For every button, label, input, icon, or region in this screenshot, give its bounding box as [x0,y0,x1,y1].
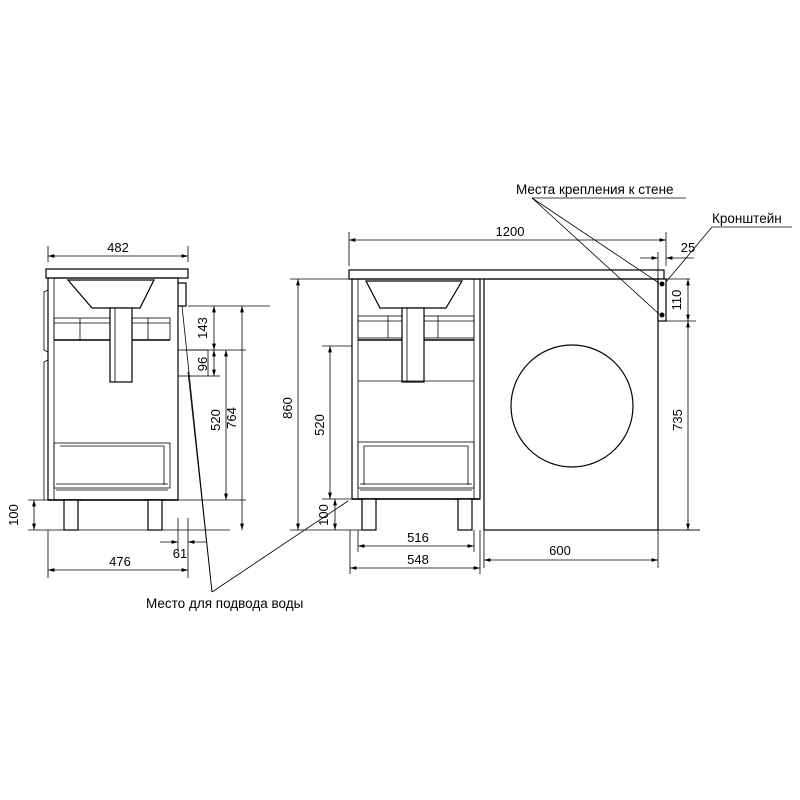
side-view: 482 143 96 520 764 100 61 476 [6,240,270,578]
side-leg-left [63,499,79,531]
dim-front-516: 516 [407,530,429,545]
dim-front-25: 25 [681,240,695,255]
dim-front-860: 860 [280,397,295,419]
front-leg-right [457,498,473,531]
bracket [657,278,667,322]
side-siphon [109,307,133,383]
dim-side-61: 61 [173,546,187,561]
label-bracket: Кронштейн [712,211,782,226]
label-wall-mount: Места крепления к стене [516,182,674,197]
dim-side-143: 143 [195,317,210,339]
side-countertop [45,268,189,279]
front-leg-left [361,498,377,531]
dim-side-764: 764 [224,407,239,429]
front-countertop [348,269,665,280]
dim-front-735: 735 [670,409,685,431]
side-leg-right [147,499,163,531]
front-lower-drawer [357,441,475,489]
dim-side-520: 520 [208,409,223,431]
front-siphon [401,307,425,383]
dim-front-600: 600 [549,543,571,558]
dim-front-520: 520 [312,414,327,436]
dim-side-476: 476 [109,554,131,569]
dim-front-548: 548 [407,552,429,567]
dim-front-100: 100 [316,504,331,526]
dim-front-1200: 1200 [496,224,525,239]
washing-machine [483,278,659,531]
front-view: 1200 25 110 735 860 520 100 516 [280,224,700,574]
front-sink-bowl [365,280,464,309]
label-water-supply: Место для подвода воды [146,596,303,611]
dim-front-110: 110 [669,290,684,311]
washing-machine-door [510,344,634,468]
dim-side-96: 96 [195,357,210,371]
dim-side-482: 482 [107,240,129,255]
side-lower-drawer [53,442,171,489]
callouts: Места крепления к стене Кронштейн Место … [146,182,792,611]
dim-side-100: 100 [6,504,21,526]
side-sink-bowl [66,279,155,309]
